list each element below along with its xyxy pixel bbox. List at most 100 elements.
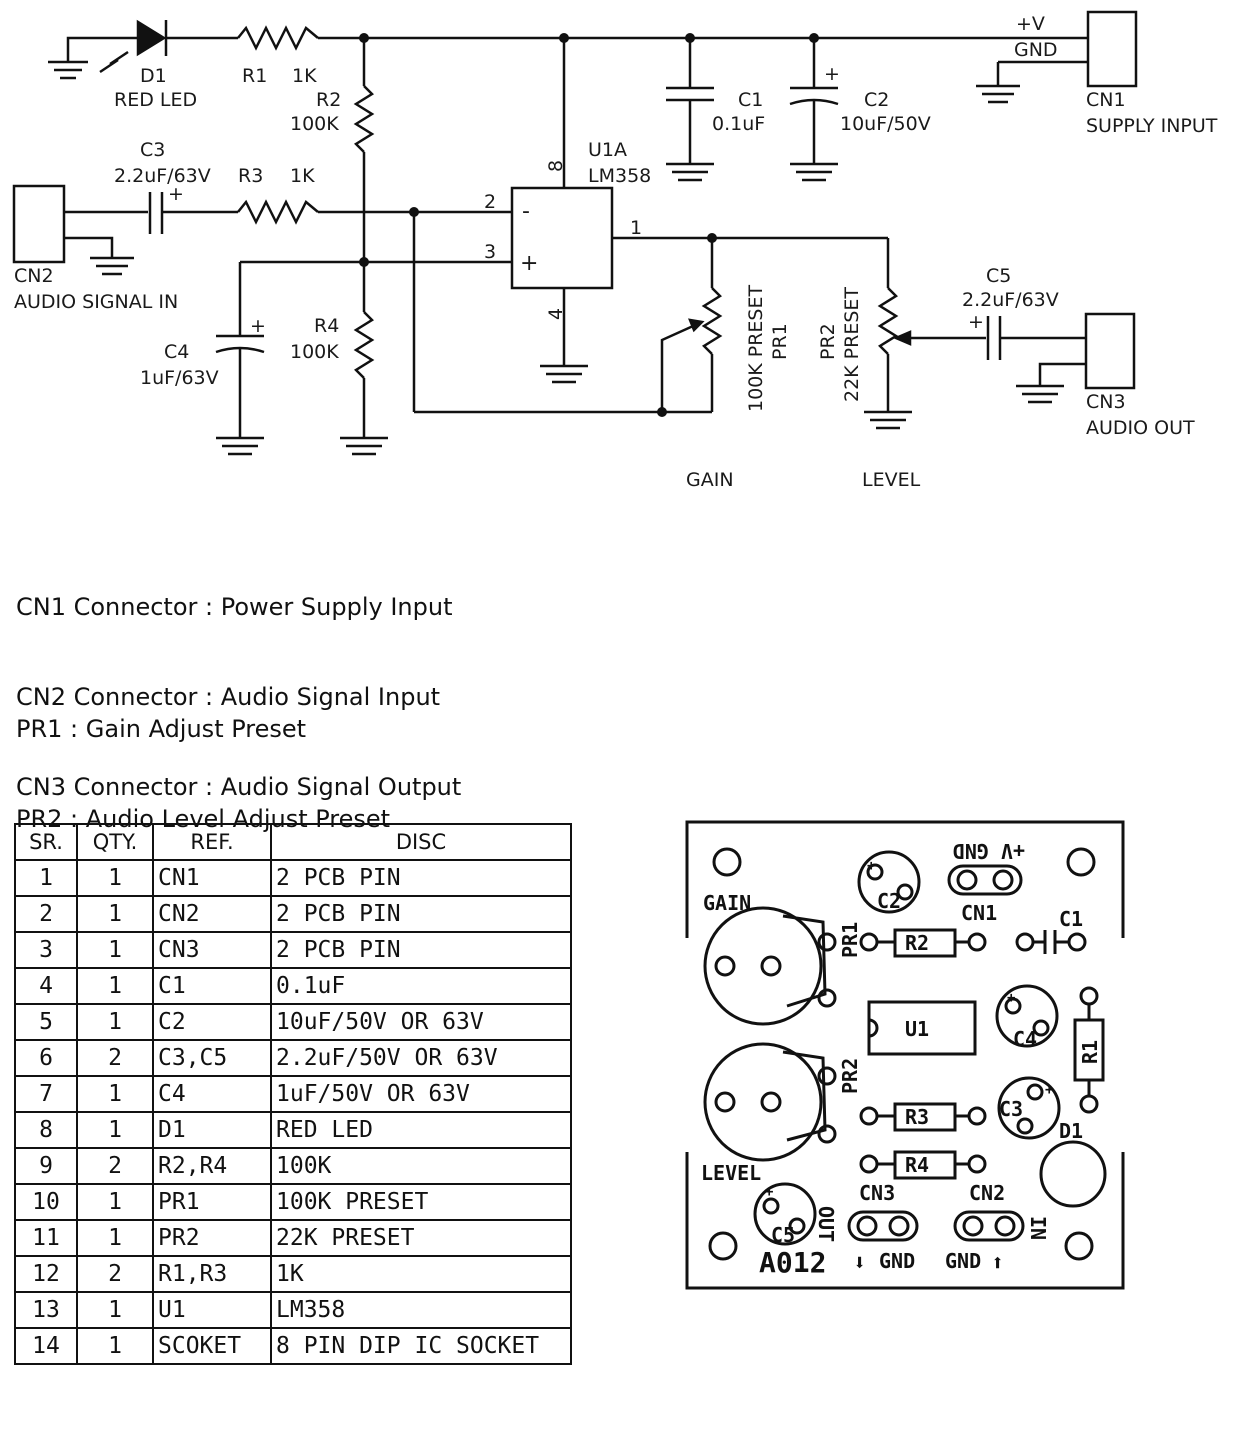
c4-value: 1uF/63V bbox=[140, 367, 219, 389]
cell-sr: 3 bbox=[14, 931, 78, 969]
r2-ref: R2 bbox=[316, 89, 341, 111]
header-sr: SR. bbox=[14, 823, 78, 861]
c5-plus: + bbox=[968, 311, 984, 333]
r4-ref: R4 bbox=[314, 315, 339, 337]
cn3-desc: AUDIO OUT bbox=[1086, 417, 1195, 439]
header-disc: DISC bbox=[270, 823, 572, 861]
cell-ref: SCOKET bbox=[152, 1327, 272, 1365]
cell-disc: LM358 bbox=[270, 1291, 572, 1329]
cell-disc: 2.2uF/50V OR 63V bbox=[270, 1039, 572, 1077]
circuit-schematic: D1 RED LED R1 1K R2 100K C3 2.2uF/63V + … bbox=[12, 10, 1218, 491]
c1-value: 0.1uF bbox=[712, 113, 765, 135]
pcb-c3-plus: + bbox=[1045, 1082, 1053, 1098]
legend-line: CN1 Connector : Power Supply Input bbox=[16, 593, 453, 621]
legend-line: CN2 Connector : Audio Signal Input bbox=[16, 683, 441, 711]
cell-disc: 1uF/50V OR 63V bbox=[270, 1075, 572, 1113]
pr1-value: 100K PRESET bbox=[745, 285, 767, 412]
legend-line: CN3 Connector : Audio Signal Output bbox=[16, 773, 462, 801]
header-qty: QTY. bbox=[76, 823, 154, 861]
pcb-u1-label: U1 bbox=[905, 1017, 929, 1041]
cn1-ref: CN1 bbox=[1086, 89, 1126, 111]
cell-sr: 6 bbox=[14, 1039, 78, 1077]
cell-qty: 1 bbox=[76, 967, 154, 1005]
pcb-c2-plus: + bbox=[867, 858, 875, 874]
cn1-pin1: +V bbox=[1016, 13, 1045, 35]
cell-qty: 1 bbox=[76, 1075, 154, 1113]
cell-ref: D1 bbox=[152, 1111, 272, 1149]
c2-value: 10uF/50V bbox=[840, 113, 931, 135]
cell-ref: U1 bbox=[152, 1291, 272, 1329]
cell-sr: 11 bbox=[14, 1219, 78, 1257]
cell-sr: 8 bbox=[14, 1111, 78, 1149]
c2-plus: + bbox=[824, 63, 840, 85]
c5-ref: C5 bbox=[986, 265, 1011, 287]
level-label: LEVEL bbox=[862, 469, 921, 491]
pcb-r3-label: R3 bbox=[905, 1105, 929, 1129]
cell-qty: 1 bbox=[76, 1003, 154, 1041]
cell-ref: C3,C5 bbox=[152, 1039, 272, 1077]
u1-pin8: 8 bbox=[545, 160, 567, 172]
cell-qty: 1 bbox=[76, 895, 154, 933]
cell-disc: 2 PCB PIN bbox=[270, 895, 572, 933]
pcb-d1-label: D1 bbox=[1059, 1119, 1083, 1143]
cell-disc: 8 PIN DIP IC SOCKET bbox=[270, 1327, 572, 1365]
u1-pin4: 4 bbox=[545, 308, 567, 320]
c2-ref: C2 bbox=[864, 89, 889, 111]
header-ref: REF. bbox=[152, 823, 272, 861]
pcb-c5-label: C5 bbox=[771, 1223, 795, 1247]
cell-ref: C2 bbox=[152, 1003, 272, 1041]
cell-sr: 1 bbox=[14, 859, 78, 897]
connector-legend: CN1 Connector : Power Supply Input CN2 C… bbox=[16, 532, 461, 832]
arrow-up-icon: ⬆ bbox=[991, 1251, 1004, 1276]
cell-sr: 10 bbox=[14, 1183, 78, 1221]
cell-qty: 2 bbox=[76, 1039, 154, 1077]
pcb-out-label: OUT bbox=[814, 1206, 838, 1242]
cell-qty: 1 bbox=[76, 1327, 154, 1365]
pcb-gain-label: GAIN bbox=[703, 891, 751, 915]
c3-ref: C3 bbox=[140, 139, 165, 161]
pcb-c4-label: C4 bbox=[1013, 1027, 1037, 1051]
cn2-desc: AUDIO SIGNAL IN bbox=[14, 291, 178, 313]
c4-plus: + bbox=[250, 315, 266, 337]
cell-sr: 4 bbox=[14, 967, 78, 1005]
cell-disc: 22K PRESET bbox=[270, 1219, 572, 1257]
cn3-ref: CN3 bbox=[1086, 391, 1126, 413]
pr1-ref: PR1 bbox=[769, 323, 791, 360]
pcb-r4-label: R4 bbox=[905, 1153, 929, 1177]
cell-qty: 1 bbox=[76, 859, 154, 897]
cell-sr: 14 bbox=[14, 1327, 78, 1365]
pcb-cn3-label: CN3 bbox=[859, 1181, 895, 1205]
cell-ref: CN1 bbox=[152, 859, 272, 897]
pcb-c4-plus: + bbox=[1007, 990, 1015, 1006]
cn1-desc: SUPPLY INPUT bbox=[1086, 115, 1218, 137]
pr2-ref: PR2 bbox=[817, 323, 839, 360]
cell-ref: C1 bbox=[152, 967, 272, 1005]
cell-sr: 9 bbox=[14, 1147, 78, 1185]
r1-ref: R1 bbox=[242, 65, 267, 87]
d1-value: RED LED bbox=[114, 89, 197, 111]
d1-ref: D1 bbox=[140, 65, 167, 87]
cell-qty: 1 bbox=[76, 1183, 154, 1221]
cell-ref: PR1 bbox=[152, 1183, 272, 1221]
cell-disc: 100K bbox=[270, 1147, 572, 1185]
cell-qty: 1 bbox=[76, 1219, 154, 1257]
cell-ref: CN2 bbox=[152, 895, 272, 933]
r2-value: 100K bbox=[290, 113, 339, 135]
cell-disc: RED LED bbox=[270, 1111, 572, 1149]
pcb-pr1-label: PR1 bbox=[838, 922, 862, 958]
pcb-in-label: IN bbox=[1026, 1216, 1050, 1240]
cell-ref: PR2 bbox=[152, 1219, 272, 1257]
pcb-r2-label: R2 bbox=[905, 931, 929, 955]
